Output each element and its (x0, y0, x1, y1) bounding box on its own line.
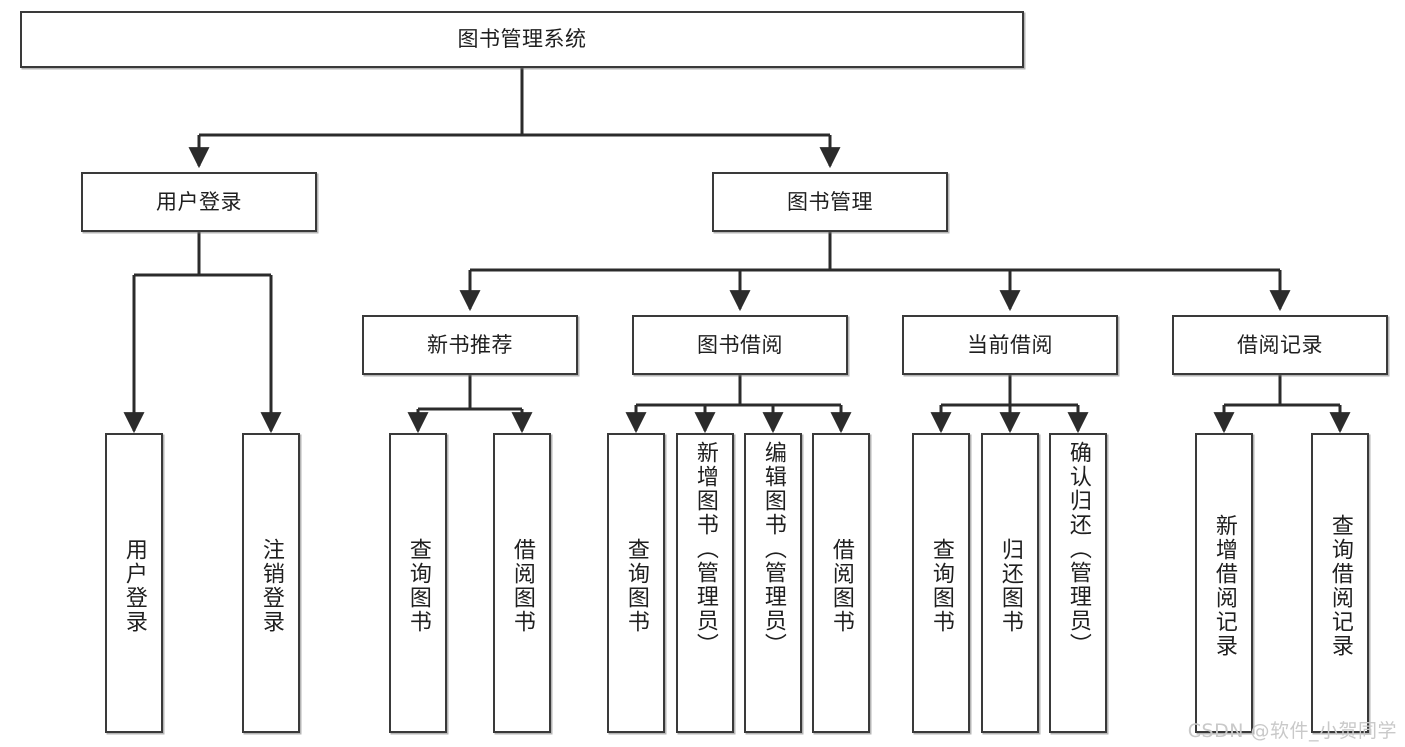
leaf-label: 新增图书（管理员） (692, 441, 718, 657)
leaf-label: 归还图书 (997, 538, 1023, 634)
node-new-book-recommend-label: 新书推荐 (427, 332, 513, 357)
node-book-management-label: 图书管理 (787, 189, 873, 214)
node-user-login-label: 用户登录 (156, 189, 242, 214)
leaf-user-login-logout[interactable]: 注销登录 (242, 433, 300, 733)
leaf-new-book-query[interactable]: 查询图书 (389, 433, 447, 733)
leaf-new-book-borrow[interactable]: 借阅图书 (493, 433, 551, 733)
node-book-management[interactable]: 图书管理 (712, 172, 948, 232)
leaf-user-login-login[interactable]: 用户登录 (105, 433, 163, 733)
csdn-watermark: CSDN @软件_小贺同学 (1187, 720, 1397, 742)
node-current-borrow[interactable]: 当前借阅 (902, 315, 1118, 375)
leaf-label: 查询借阅记录 (1327, 514, 1353, 658)
node-book-borrow[interactable]: 图书借阅 (632, 315, 848, 375)
node-root-label: 图书管理系统 (457, 27, 587, 52)
node-book-borrow-label: 图书借阅 (697, 332, 783, 357)
leaf-label: 查询图书 (928, 538, 954, 634)
leaf-borrow-record-add[interactable]: 新增借阅记录 (1195, 433, 1253, 733)
node-user-login[interactable]: 用户登录 (81, 172, 317, 232)
leaf-label: 注销登录 (258, 538, 284, 634)
leaf-book-borrow-edit-admin[interactable]: 编辑图书（管理员） (744, 433, 802, 733)
leaf-label: 编辑图书（管理员） (760, 441, 786, 657)
leaf-label: 查询图书 (405, 538, 431, 634)
leaf-label: 查询图书 (623, 538, 649, 634)
leaf-current-borrow-query[interactable]: 查询图书 (912, 433, 970, 733)
node-borrow-record-label: 借阅记录 (1237, 332, 1323, 357)
node-borrow-record[interactable]: 借阅记录 (1172, 315, 1388, 375)
leaf-book-borrow-query[interactable]: 查询图书 (607, 433, 665, 733)
leaf-label: 借阅图书 (828, 538, 854, 634)
leaf-label: 用户登录 (121, 538, 147, 634)
node-current-borrow-label: 当前借阅 (967, 332, 1053, 357)
node-new-book-recommend[interactable]: 新书推荐 (362, 315, 578, 375)
leaf-label: 确认归还（管理员） (1065, 441, 1091, 657)
leaf-current-borrow-confirm-admin[interactable]: 确认归还（管理员） (1049, 433, 1107, 733)
leaf-label: 新增借阅记录 (1211, 514, 1237, 658)
leaf-current-borrow-return[interactable]: 归还图书 (981, 433, 1039, 733)
node-root-book-management-system[interactable]: 图书管理系统 (20, 11, 1024, 68)
leaf-borrow-record-query[interactable]: 查询借阅记录 (1311, 433, 1369, 733)
leaf-label: 借阅图书 (509, 538, 535, 634)
leaf-book-borrow-borrow[interactable]: 借阅图书 (812, 433, 870, 733)
leaf-book-borrow-add-admin[interactable]: 新增图书（管理员） (676, 433, 734, 733)
